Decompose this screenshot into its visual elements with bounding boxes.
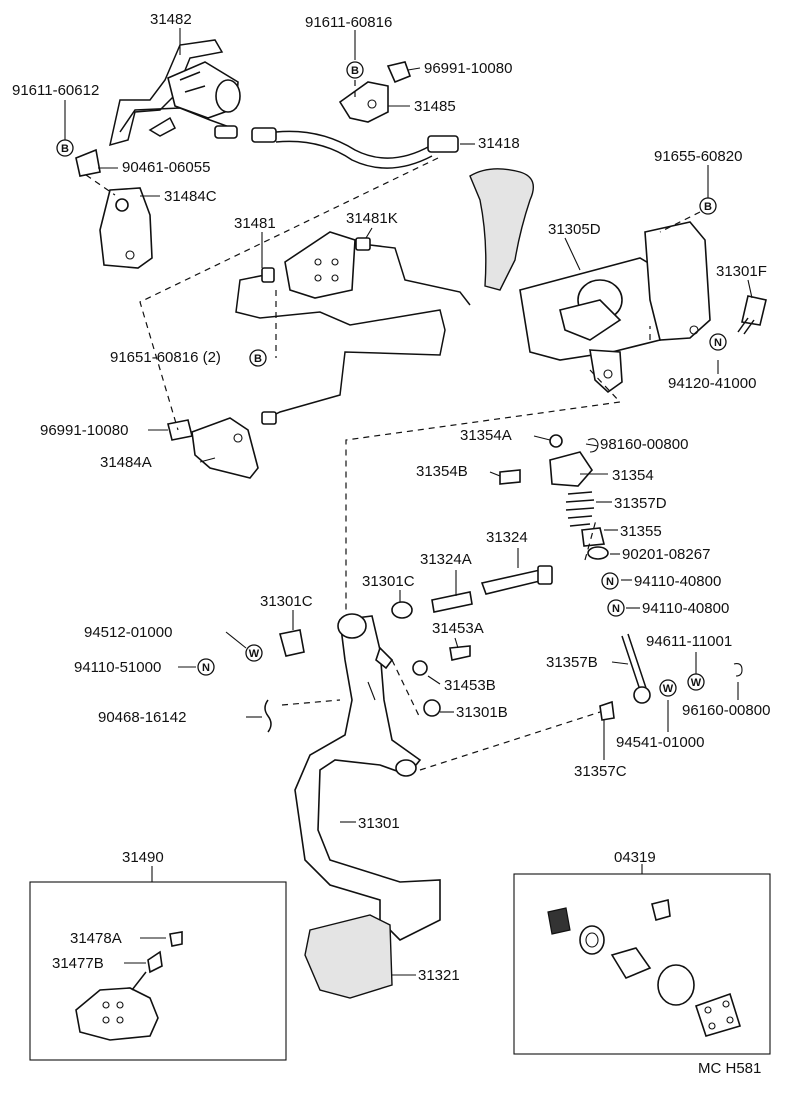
label-91611-60816: 91611-60816 [305,14,392,31]
label-31354A: 31354A [460,427,512,444]
nut-symbol-94110-51000: N [197,658,215,676]
label-31485: 31485 [414,98,456,115]
label-94120-41000: 94120-41000 [668,375,756,392]
pedal-pad-31321 [304,914,393,999]
washer-symbol-94611-11001: W [687,673,705,691]
label-98160-00800: 98160-00800 [600,436,688,453]
leader-lines [64,28,753,976]
label-31357D: 31357D [614,495,667,512]
label-94512-01000: 94512-01000 [84,624,172,641]
label-94541-01000: 94541-01000 [616,734,704,751]
label-31490: 31490 [122,849,164,866]
kit-box-31490 [29,881,287,1061]
label-31355: 31355 [620,523,662,540]
label-31484C: 31484C [164,188,217,205]
hose-31418 [251,127,459,169]
svg-text:N: N [202,662,210,674]
label-31354: 31354 [612,467,654,484]
pedal-bracket-31305D [469,168,711,394]
nut-symbol-94110-40800-a: N [601,572,619,590]
label-31481: 31481 [234,215,276,232]
label-31354B: 31354B [416,463,468,480]
label-91611-60612: 91611-60612 [12,82,99,99]
label-31357C: 31357C [574,763,627,780]
clip-98160-00800 [587,438,599,453]
svg-text:B: B [61,143,69,155]
label-31305D: 31305D [548,221,601,238]
svg-text:B: B [704,201,712,213]
svg-text:B: B [254,353,262,365]
label-31481K: 31481K [346,210,398,227]
clip-96160-00800 [733,663,743,677]
tube-assembly-31481 [235,231,471,425]
label-31453B: 31453B [444,677,496,694]
label-96991-10080-top: 96991-10080 [424,60,512,77]
label-31357B: 31357B [546,654,598,671]
bracket-31485 [338,61,412,123]
nut-symbol-94110-40800-b: N [607,599,625,617]
label-90468-16142: 90468-16142 [98,709,186,726]
label-90201-08267: 90201-08267 [622,546,710,563]
label-94110-40800-b: 94110-40800 [642,600,729,617]
spring-assembly-31354 [499,434,609,560]
label-31301C-a: 31301C [362,573,415,590]
bracket-31484A [167,417,259,479]
push-rod-31357B [599,633,651,721]
svg-text:B: B [351,65,359,77]
washer-symbol-94512-01000: W [245,644,263,662]
clutch-pedal-31301 [294,613,441,941]
label-31321: 31321 [418,967,460,984]
label-31301C-b: 31301C [260,593,313,610]
label-94110-51000: 94110-51000 [74,659,161,676]
washer-symbol-94541-01000: W [659,679,677,697]
bolt-symbol-91655-60820: B [699,197,717,215]
svg-text:N: N [606,576,614,588]
label-31301: 31301 [358,815,400,832]
assembly-dashed-lines [85,80,701,771]
rod-31324 [391,565,553,717]
label-94611-11001: 94611-11001 [646,633,732,650]
label-31324: 31324 [486,529,528,546]
spring-clip-90468-16142 [264,699,272,733]
label-94110-40800-a: 94110-40800 [634,573,721,590]
part-labels: 31482 91611-60816 96991-10080 91611-6061… [12,11,770,1077]
label-04319: 04319 [614,849,656,866]
bolt-31301F [737,295,767,335]
label-96991-10080-mid: 96991-10080 [40,422,128,439]
clip-90461-06055 [75,148,101,177]
svg-text:N: N [714,337,722,349]
bracket-31484C [99,187,153,269]
label-31482: 31482 [150,11,192,28]
label-31324A: 31324A [420,551,472,568]
svg-text:N: N [612,603,620,615]
label-31418: 31418 [478,135,520,152]
label-31301B: 31301B [456,704,508,721]
bolt-symbol-91611-60816: B [346,61,364,79]
svg-text:W: W [249,648,260,660]
label-31484A: 31484A [100,454,152,471]
label-90461-06055: 90461-06055 [122,159,210,176]
svg-text:W: W [663,683,674,695]
master-cylinder-31482 [108,39,241,147]
label-31478A: 31478A [70,930,122,947]
bolt-symbol-91651-60816: B [249,349,267,367]
label-91651-60816: 91651-60816 (2) [110,349,221,366]
bushing-31301C [279,629,305,657]
label-31301F: 31301F [716,263,767,280]
nut-symbol-94120-41000: N [709,333,727,351]
label-31453A: 31453A [432,620,484,637]
diagram-code-footer: MC H581 [698,1060,761,1077]
label-96160-00800: 96160-00800 [682,702,770,719]
label-31477B: 31477B [52,955,104,972]
kit-box-04319 [513,873,771,1055]
label-91655-60820: 91655-60820 [654,148,742,165]
svg-text:W: W [691,677,702,689]
bolt-symbol-91611-60612: B [56,139,74,157]
